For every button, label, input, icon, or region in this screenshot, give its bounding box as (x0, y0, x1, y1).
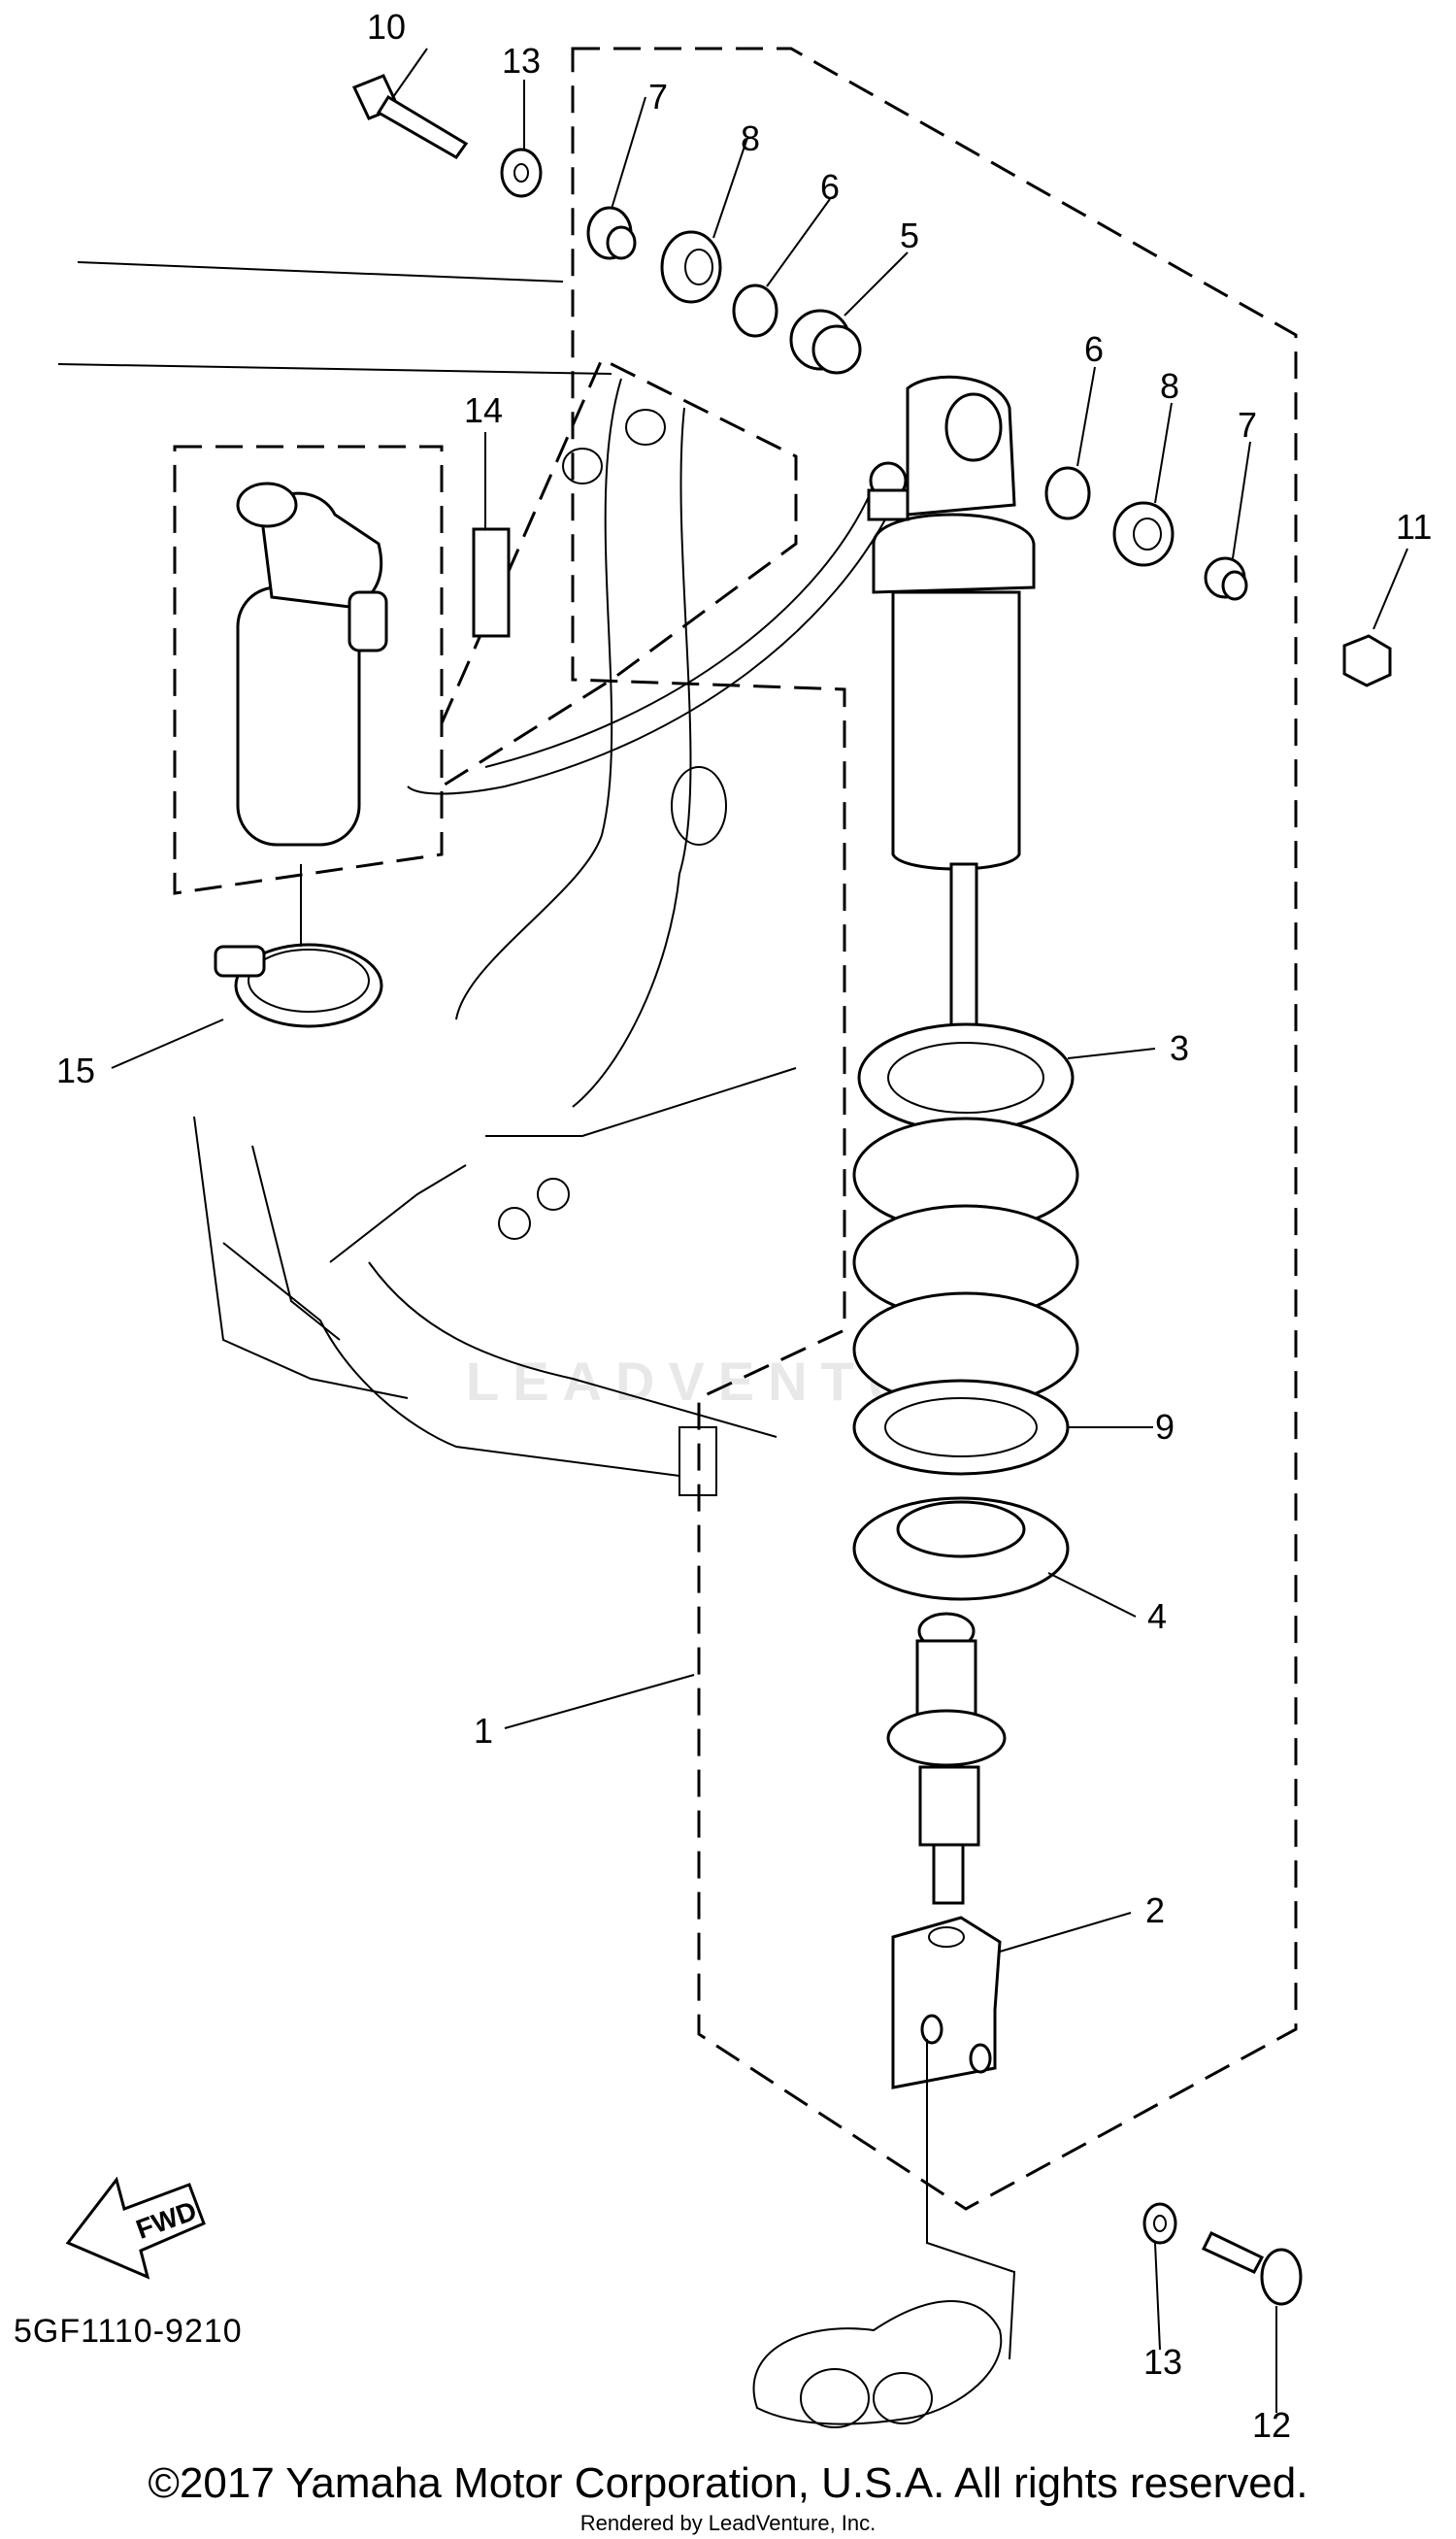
callout-4: 4 (1147, 1596, 1167, 1636)
part-11-nut (1342, 634, 1392, 687)
part-6-oring-right (1044, 466, 1091, 520)
part-15-band (214, 943, 383, 1028)
callout-13-bottom: 13 (1143, 2342, 1182, 2382)
part-2-clevis (891, 1916, 1002, 2089)
reservoir-subtank (236, 482, 388, 847)
fwd-arrow: FWD (65, 2176, 206, 2280)
part-4-spring-guide (852, 1496, 1070, 1601)
part-6-oring-top (732, 284, 778, 338)
part-13-washer-bottom (1142, 2202, 1177, 2245)
callout-14: 14 (464, 390, 503, 430)
callout-8-right: 8 (1160, 366, 1179, 406)
callout-8-top: 8 (741, 118, 760, 158)
leader-lines (111, 48, 1408, 2413)
part-3-spring (852, 1022, 1079, 1408)
frame-outline (57, 261, 797, 1496)
linkage-arm (752, 2039, 1016, 2428)
callout-3: 3 (1170, 1028, 1189, 1068)
callout-13-top: 13 (502, 41, 541, 81)
part-7-collar-top (586, 206, 637, 260)
frame-boundary-dashed (440, 356, 798, 789)
callout-2: 2 (1145, 1890, 1165, 1930)
part-7-collar-right (1204, 556, 1248, 601)
callout-12: 12 (1252, 2405, 1291, 2445)
callout-9: 9 (1155, 1407, 1175, 1447)
part-8-seal-top (660, 230, 722, 304)
part-12-bolt (1201, 2231, 1303, 2306)
callout-1: 1 (474, 1711, 493, 1751)
part-8-seal-right (1112, 501, 1175, 567)
subtank-boundary-dashed (173, 445, 444, 895)
assembly-boundary-dashed (571, 47, 1298, 2211)
callouts: 10 13 7 8 6 5 6 8 7 11 14 15 3 9 4 1 2 1… (56, 7, 1432, 2445)
callout-6-right: 6 (1084, 329, 1104, 369)
callout-7-right: 7 (1238, 405, 1257, 445)
part-5-bushing (789, 309, 862, 375)
copyright-notice: ©2017 Yamaha Motor Corporation, U.S.A. A… (148, 2459, 1308, 2507)
part-14-label (472, 527, 511, 638)
callout-15: 15 (56, 1051, 95, 1090)
rendered-by-notice: Rendered by LeadVenture, Inc. (579, 2511, 877, 2535)
callout-10: 10 (367, 7, 406, 47)
part-13-washer-top (500, 148, 543, 198)
callout-11: 11 (1396, 507, 1432, 547)
part-10-bolt (351, 74, 469, 159)
part-9-spacer (852, 1379, 1070, 1476)
callout-6-top: 6 (820, 167, 840, 207)
diagram-code: 5GF1110-9210 (14, 2313, 243, 2350)
shock-absorber (407, 375, 1036, 1089)
shock-lower-body (886, 1612, 1007, 1905)
hose-fitting (867, 461, 910, 521)
callout-5: 5 (900, 216, 919, 255)
callout-7-top: 7 (648, 77, 668, 117)
